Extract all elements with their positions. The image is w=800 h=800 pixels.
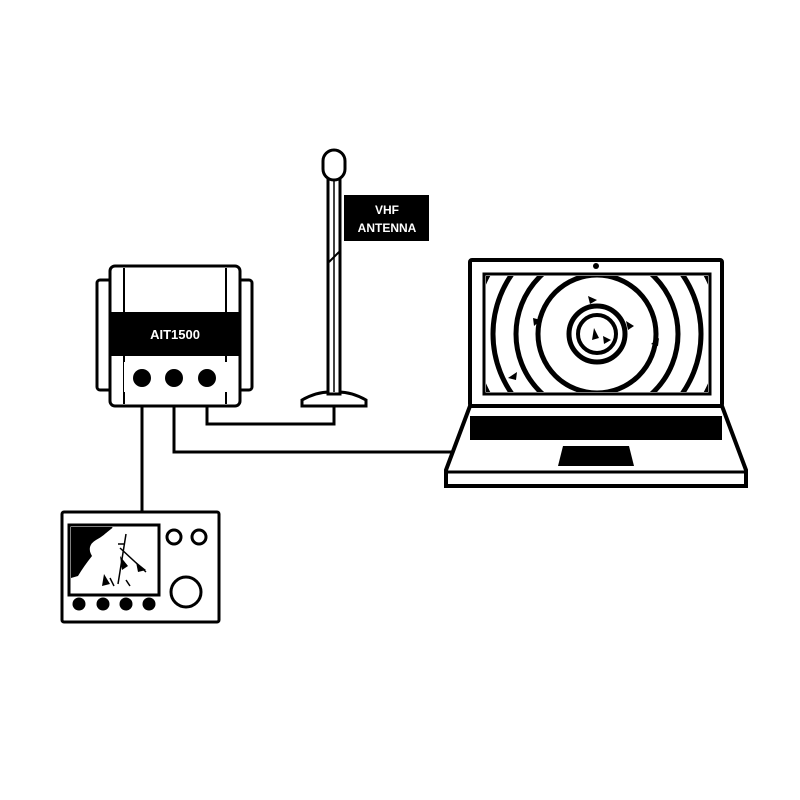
ais-transponder-icon: AIT1500 xyxy=(95,264,254,408)
vessel-target xyxy=(626,321,634,330)
laptop-touchpad xyxy=(558,446,634,466)
own-vessel xyxy=(592,328,599,340)
antenna-label-line2: ANTENNA xyxy=(358,221,417,235)
laptop-icon xyxy=(444,258,748,488)
radar-display xyxy=(486,276,708,392)
laptop-keyboard xyxy=(470,416,722,440)
antenna-label-line1: VHF xyxy=(375,203,399,217)
chartplotter-button-1 xyxy=(72,597,86,611)
chartplotter-icon xyxy=(60,510,221,624)
chartplotter-knob-small-1 xyxy=(165,528,183,546)
nmea-port-1 xyxy=(133,369,151,387)
chartplotter-knob-small-2 xyxy=(190,528,208,546)
chartplotter-button-3 xyxy=(119,597,133,611)
antenna-label: VHF ANTENNA xyxy=(344,195,429,241)
chartplotter-button-4 xyxy=(142,597,156,611)
antenna-port xyxy=(198,369,216,387)
vessel-target xyxy=(651,338,659,346)
vessel-target xyxy=(603,336,611,344)
chartplotter-button-2 xyxy=(96,597,110,611)
vhf-antenna-icon xyxy=(300,148,368,408)
vessel-target xyxy=(136,562,146,572)
vessel-target xyxy=(102,574,110,586)
chart-landmass xyxy=(71,527,112,578)
laptop-camera xyxy=(593,263,599,269)
chartplotter-rotary-knob xyxy=(169,575,203,609)
nmea-port-2 xyxy=(165,369,183,387)
vessel-target xyxy=(508,372,517,380)
own-vessel xyxy=(120,556,128,570)
device-label: AIT1500 xyxy=(150,327,200,342)
chart-display xyxy=(71,527,147,587)
vessel-target xyxy=(533,318,541,326)
vessel-target xyxy=(588,296,597,304)
